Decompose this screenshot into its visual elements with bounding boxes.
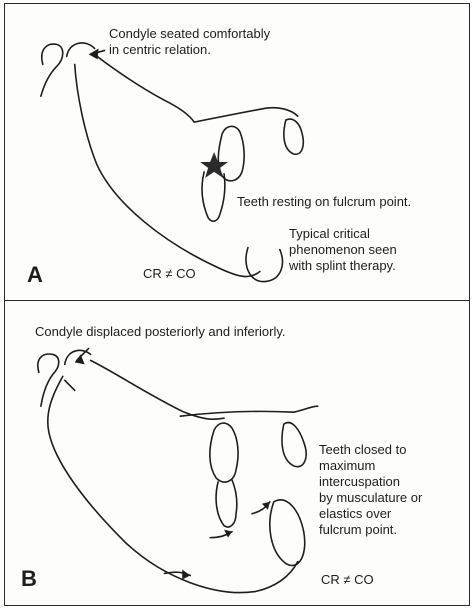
mandible-notch: [95, 54, 195, 122]
panel-divider: [5, 300, 469, 301]
condyle-arrowhead-icon: [89, 48, 99, 59]
panel-a-condyle-note-line2: in centric relation.: [109, 42, 211, 58]
lower-molar: [216, 480, 237, 527]
condyle-arrow-inferior: [65, 380, 75, 390]
panel-b-teeth-line2: maximum: [319, 458, 375, 474]
panel-a: Condyle seated comfortably in centric re…: [5, 4, 469, 300]
arrowhead-icon: [224, 530, 232, 538]
condyle-outline: [41, 44, 63, 96]
incisor: [282, 423, 306, 467]
upper-molar: [210, 423, 238, 482]
maxilla-line: [180, 406, 317, 416]
panel-b-letter: B: [21, 566, 37, 592]
panel-b-teeth-line5: elastics over: [319, 506, 391, 522]
panel-b-teeth-line1: Teeth closed to: [319, 442, 406, 458]
panel-a-mandible-drawing: [5, 4, 469, 300]
incisor: [284, 119, 303, 154]
lower-molar: [202, 172, 225, 221]
panel-a-formula: CR ≠ CO: [143, 266, 196, 281]
panel-b-teeth-line3: intercuspation: [319, 474, 400, 490]
panel-a-phenomenon-line3: with splint therapy.: [289, 258, 396, 274]
mandible-notch: [91, 360, 224, 419]
panel-b-condyle-note: Condyle displaced posteriorly and inferi…: [35, 324, 286, 340]
panel-a-letter: A: [27, 262, 43, 288]
upper-molar: [218, 126, 244, 180]
panel-b: Condyle displaced posteriorly and inferi…: [5, 302, 469, 604]
mandible-figure: Condyle seated comfortably in centric re…: [4, 3, 470, 606]
panel-a-phenomenon-line1: Typical critical: [289, 226, 370, 242]
panel-b-teeth-line4: by musculature or: [319, 490, 422, 506]
panel-a-phenomenon-line2: phenomenon seen: [289, 242, 397, 258]
mandible-ramus: [48, 376, 298, 592]
panel-b-teeth-line6: fulcrum point.: [319, 522, 397, 538]
mandible-ramus: [75, 64, 260, 276]
panel-b-formula: CR ≠ CO: [321, 572, 374, 587]
maxilla-line: [194, 108, 298, 122]
lower-incisor: [270, 500, 305, 566]
arrowhead-icon: [75, 354, 85, 364]
panel-a-condyle-note-line1: Condyle seated comfortably: [109, 26, 270, 42]
panel-a-teeth-note: Teeth resting on fulcrum point.: [237, 194, 411, 210]
chin: [246, 248, 282, 282]
condyle-outline: [38, 354, 59, 406]
